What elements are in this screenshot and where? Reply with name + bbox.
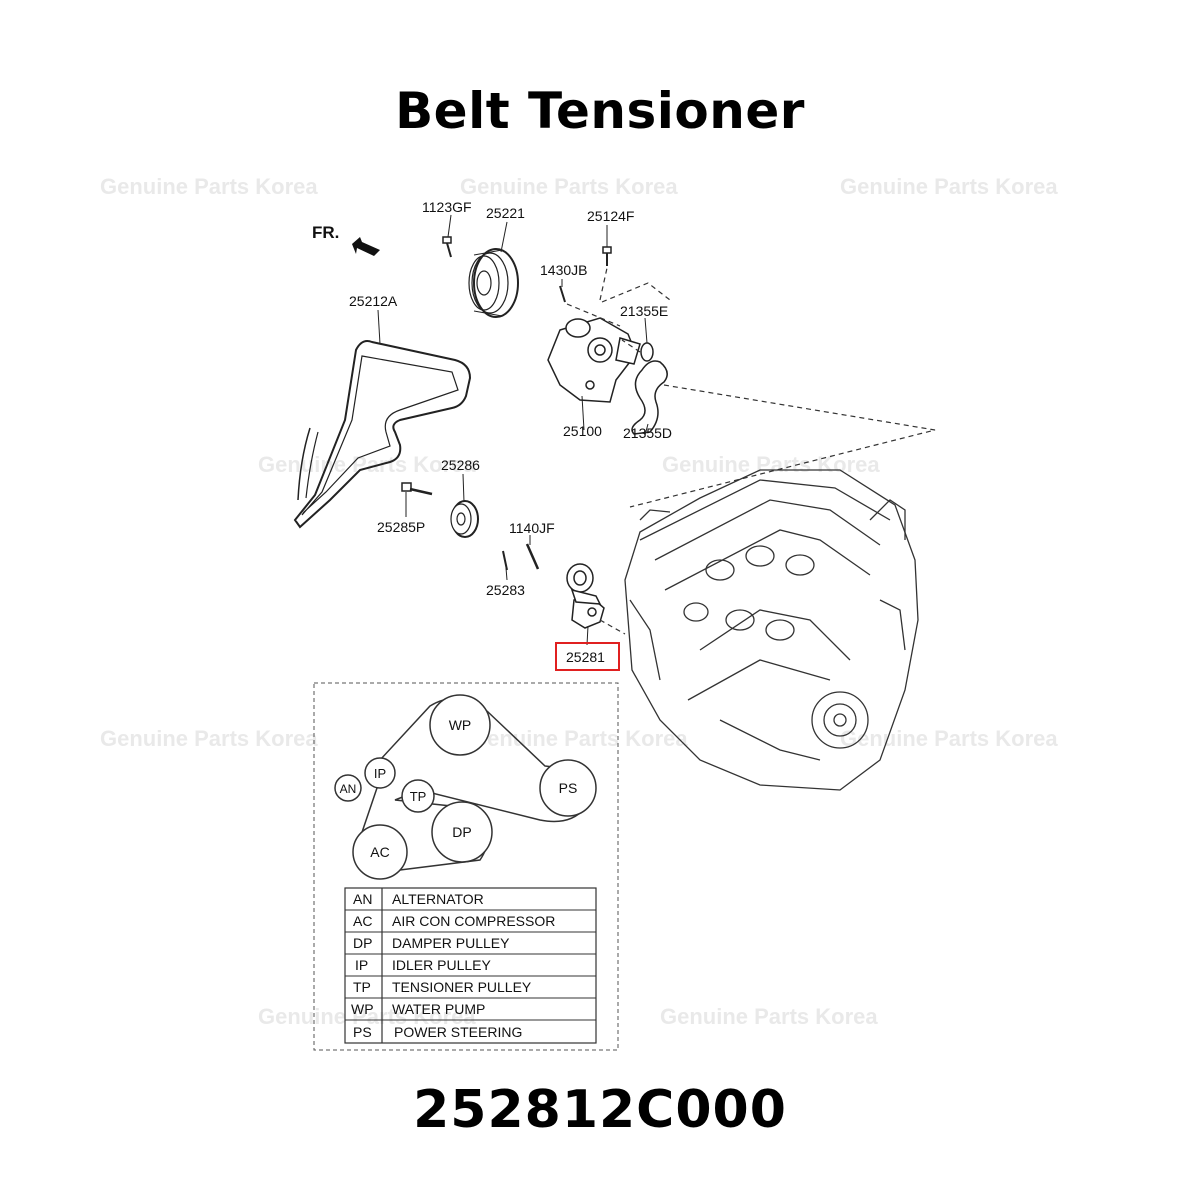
watermark: Genuine Parts Korea: [662, 452, 880, 477]
watermark: Genuine Parts Korea: [660, 1004, 878, 1029]
pulley-dp-label: DP: [452, 824, 471, 840]
callout-21355E: 21355E: [620, 303, 668, 319]
legend-code: AC: [353, 913, 372, 929]
legend-name: TENSIONER PULLEY: [392, 979, 532, 995]
pulley-ac: [352, 824, 408, 880]
callout-25283: 25283: [486, 582, 525, 598]
callout-25285P: 25285P: [377, 519, 425, 535]
legend-table: AN ALTERNATOR AC AIR CON COMPRESSOR DP D…: [344, 887, 597, 1044]
watermark: Genuine Parts Korea: [100, 726, 318, 751]
pulley-tp-label: TP: [410, 789, 427, 804]
legend-name: POWER STEERING: [394, 1024, 522, 1040]
pulley-tp: [401, 779, 435, 813]
pulley-an-label: AN: [340, 782, 357, 796]
callout-leaders: [377, 214, 649, 646]
callout-25281: 25281: [566, 649, 605, 665]
callout-25100: 25100: [563, 423, 602, 439]
watermark: Genuine Parts Korea: [258, 1004, 476, 1029]
legend-name: IDLER PULLEY: [392, 957, 491, 973]
pulley-dp: [431, 801, 493, 863]
idler-pulley-25286-icon: [450, 500, 479, 538]
pulley-ps-label: PS: [559, 780, 578, 796]
front-label: FR.: [312, 223, 339, 242]
belt-routing-inset: WP PS AN IP TP DP AC AN ALTER: [313, 682, 619, 1051]
pulley-wp-label: WP: [449, 717, 472, 733]
watermarks: Genuine Parts Korea Genuine Parts Korea …: [100, 174, 1058, 1029]
engine-block-icon: [624, 469, 919, 791]
callout-25124F: 25124F: [587, 208, 634, 224]
front-marker: FR.: [312, 223, 380, 256]
legend-code: TP: [353, 979, 371, 995]
watermark: Genuine Parts Korea: [840, 174, 1058, 199]
callout-25212A: 25212A: [349, 293, 398, 309]
pulley-an: [334, 774, 362, 802]
watermark: Genuine Parts Korea: [258, 452, 476, 477]
pulley-wp: [429, 694, 491, 756]
callout-25221: 25221: [486, 205, 525, 221]
legend-name: ALTERNATOR: [392, 891, 484, 907]
bolt-icons: [401, 236, 612, 571]
callout-25286: 25286: [441, 457, 480, 473]
pulley-ac-label: AC: [370, 844, 389, 860]
watermark: Genuine Parts Korea: [840, 726, 1058, 751]
callout-21355D: 21355D: [623, 425, 672, 441]
legend-name: AIR CON COMPRESSOR: [392, 913, 555, 929]
page-title: Belt Tensioner: [395, 82, 805, 140]
drive-belt: [293, 340, 472, 529]
pulley-ip-label: IP: [374, 766, 386, 781]
callout-1140JF: 1140JF: [509, 520, 555, 536]
pulley-25221-icon: [468, 248, 519, 318]
legend-name: WATER PUMP: [392, 1001, 485, 1017]
watermark: Genuine Parts Korea: [100, 174, 318, 199]
legend-code: AN: [353, 891, 372, 907]
watermark: Genuine Parts Korea: [470, 726, 688, 751]
legend-code: PS: [353, 1024, 372, 1040]
water-pump-icon: [547, 317, 641, 403]
callout-1123GF: 1123GF: [422, 199, 472, 215]
leader-lines: [566, 267, 936, 635]
legend-name: DAMPER PULLEY: [392, 935, 510, 951]
callout-1430JB: 1430JB: [540, 262, 587, 278]
legend-code: IP: [355, 957, 368, 973]
pulley-ps: [539, 759, 597, 817]
part-number: 252812C000: [413, 1080, 787, 1140]
gasket-icons: [631, 342, 668, 435]
watermark: Genuine Parts Korea: [460, 174, 678, 199]
front-arrow-icon: [352, 237, 380, 256]
inset-frame: [313, 682, 619, 1051]
legend-code: WP: [351, 1001, 374, 1017]
highlight-box: [555, 642, 620, 671]
tensioner-25281-icon: [566, 563, 605, 629]
pulley-ip: [364, 757, 396, 789]
legend-code: DP: [353, 935, 372, 951]
callout-labels: 1123GF 25221 25124F 1430JB 21355E 25212A…: [349, 199, 672, 671]
